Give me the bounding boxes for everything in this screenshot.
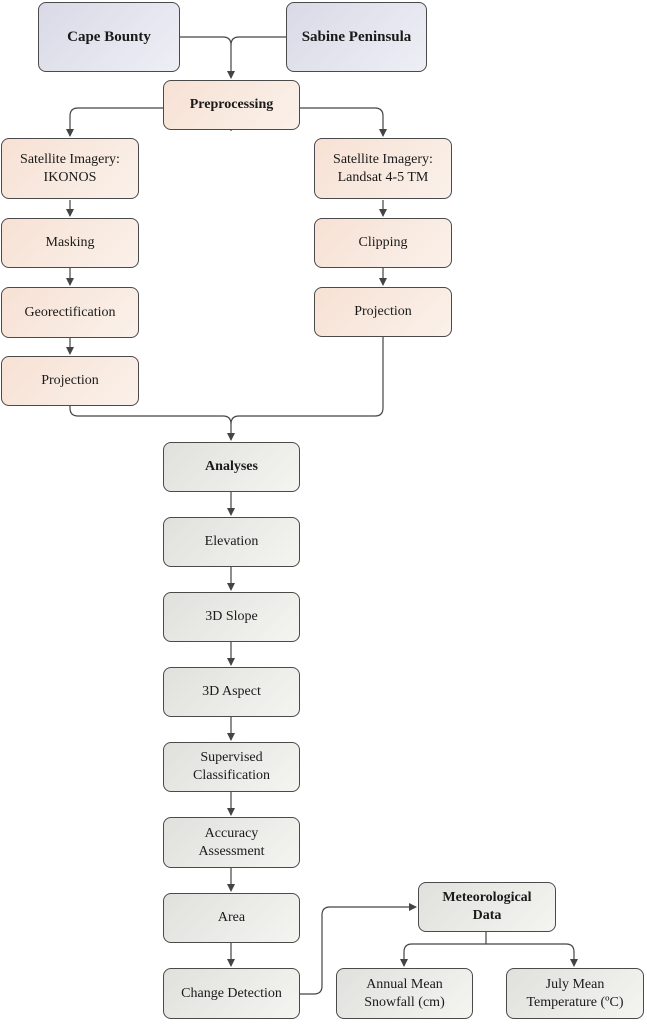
change-detection-node: Change Detection — [163, 968, 300, 1019]
edge-meteo-snowfall — [400, 932, 487, 967]
edge-meteo-temperature — [486, 943, 578, 967]
aspect-node: 3D Aspect — [163, 667, 300, 717]
ikonos-imagery-node: Satellite Imagery: IKONOS — [1, 138, 139, 199]
left-projection-node: Projection — [1, 356, 139, 406]
edge-left-to-analyses — [69, 406, 235, 441]
masking-node: Masking — [1, 218, 139, 268]
landsat-imagery-node: Satellite Imagery: Landsat 4-5 TM — [314, 138, 452, 199]
sabine-peninsula-node: Sabine Peninsula — [286, 2, 427, 72]
right-projection-node: Projection — [314, 287, 452, 337]
edge-right-to-analyses — [230, 337, 384, 425]
edge-change-meteo — [300, 903, 417, 995]
edge-cape-bounty — [180, 36, 235, 79]
clipping-node: Clipping — [314, 218, 452, 268]
supervised-classification-node: Supervised Classification — [163, 742, 300, 792]
slope-node: 3D Slope — [163, 592, 300, 642]
meteorological-data-node: Meteorological Data — [418, 882, 556, 932]
elevation-node: Elevation — [163, 517, 300, 567]
georectification-node: Georectification — [1, 287, 139, 338]
accuracy-assessment-node: Accuracy Assessment — [163, 817, 300, 868]
area-node: Area — [163, 893, 300, 943]
analyses-node: Analyses — [163, 442, 300, 492]
edge-sabine — [230, 36, 286, 46]
cape-bounty-node: Cape Bounty — [38, 2, 180, 72]
july-temperature-node: July Mean Temperature (ºC) — [506, 968, 644, 1019]
annual-snowfall-node: Annual Mean Snowfall (cm) — [336, 968, 473, 1019]
preprocessing-node: Preprocessing — [163, 80, 300, 130]
